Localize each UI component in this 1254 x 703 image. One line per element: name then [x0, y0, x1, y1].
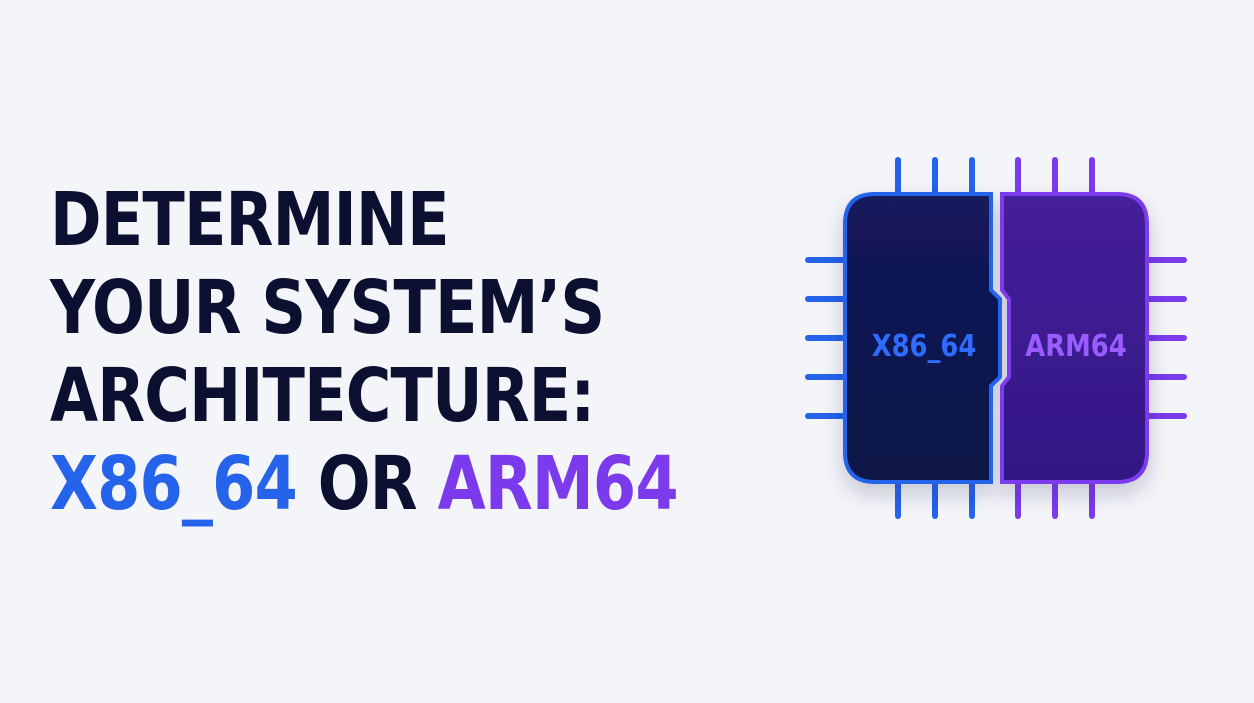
- chip-body-left: [843, 192, 1002, 484]
- headline-arm-label: ARM64: [437, 441, 679, 527]
- headline-x86-label: X86_64: [50, 441, 298, 527]
- chip-pins-left: [805, 257, 849, 419]
- headline-line-3: ARCHITECTURE:: [50, 353, 595, 439]
- cpu-chip-icon: X86_64 ARM64: [805, 157, 1187, 519]
- chip-pins-bottom: [895, 477, 1095, 519]
- chip-label-x86: X86_64: [872, 328, 977, 363]
- chip-body-right: [1000, 192, 1149, 484]
- cpu-chip-illustration: X86_64 ARM64: [800, 150, 1192, 526]
- headline-line-1: DETERMINE: [50, 177, 450, 263]
- headline-or-label: OR: [317, 441, 418, 527]
- chip-pins-right: [1143, 257, 1187, 419]
- headline-line-2: YOUR SYSTEM’S: [50, 265, 605, 351]
- headline: DETERMINE YOUR SYSTEM’S ARCHITECTURE: X8…: [50, 176, 679, 528]
- headline-line-4: X86_64 OR ARM64: [50, 440, 679, 528]
- chip-label-arm: ARM64: [1025, 328, 1126, 363]
- chip-pins-top: [895, 157, 1095, 199]
